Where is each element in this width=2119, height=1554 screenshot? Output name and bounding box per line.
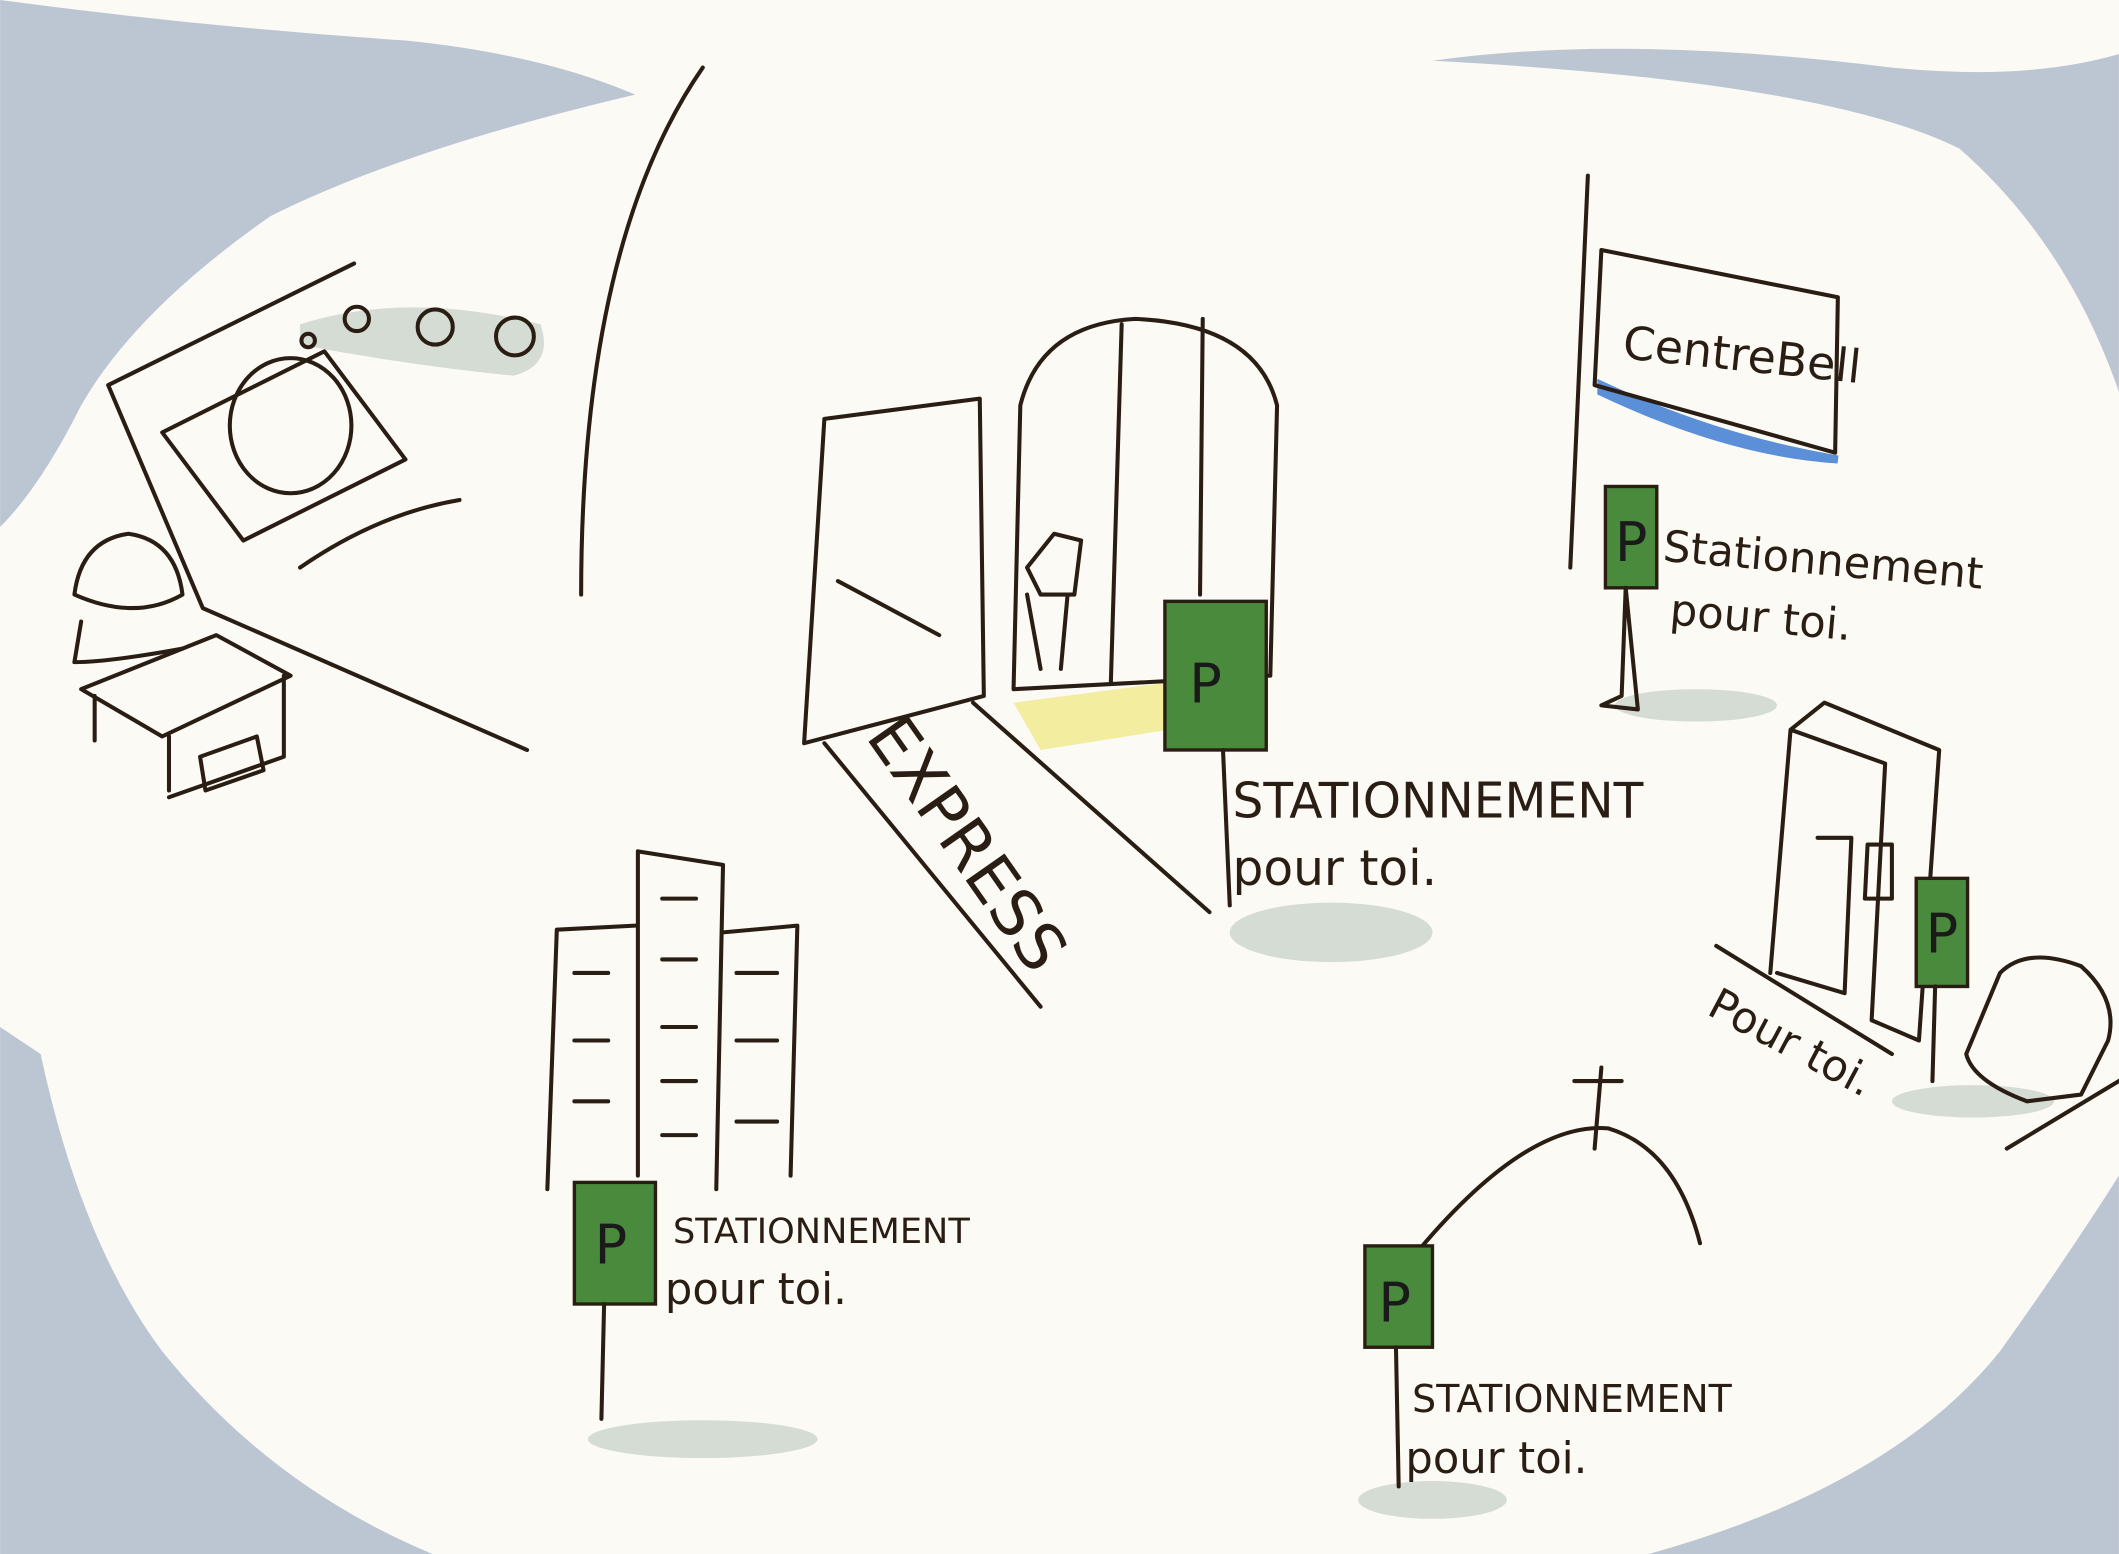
caption-house: Pour toi. bbox=[1700, 979, 1882, 1107]
caption-express-line1: STATIONNEMENT bbox=[1232, 774, 1643, 830]
parking-letter: P bbox=[595, 1213, 628, 1276]
caption-church-line1: STATIONNEMENT bbox=[1412, 1377, 1732, 1421]
express-scene: EXPRESS P STATIONNEMENT pour toi. bbox=[802, 316, 1644, 1009]
caption-arena-line2: pour toi. bbox=[1668, 585, 1854, 651]
parking-sign-towers bbox=[572, 1180, 658, 1306]
arena-sign-text: CentreBell bbox=[1620, 315, 1863, 394]
frame-bottom-left bbox=[0, 1026, 433, 1554]
parking-sign-express bbox=[1163, 599, 1268, 752]
frame-top-right bbox=[1432, 48, 2119, 392]
caption-towers-line2: pour toi. bbox=[665, 1265, 847, 1315]
frame-bottom-right bbox=[1648, 1175, 2119, 1554]
towers-scene: P STATIONNEMENT pour toi. bbox=[545, 849, 970, 1459]
parking-letter: P bbox=[1615, 511, 1648, 574]
parking-letter: P bbox=[1189, 653, 1222, 716]
parking-letter: P bbox=[1378, 1272, 1411, 1335]
parking-sign-church bbox=[1363, 1244, 1435, 1349]
church-scene: P STATIONNEMENT pour toi. bbox=[1358, 1065, 1733, 1519]
parking-letter: P bbox=[1926, 903, 1959, 966]
parking-sign-house bbox=[1914, 876, 1970, 989]
caption-express-line2: pour toi. bbox=[1232, 841, 1437, 897]
parking-sign-arena bbox=[1603, 484, 1659, 590]
house-scene: P Pour toi. bbox=[1700, 700, 2119, 1151]
arena-scene: CentreBell P Stationnement pour toi. bbox=[1568, 173, 1985, 722]
bedroom-scene bbox=[72, 261, 544, 800]
caption-towers-line1: STATIONNEMENT bbox=[673, 1211, 970, 1252]
frame-top-left bbox=[0, 0, 636, 528]
horizon-line bbox=[579, 65, 705, 597]
caption-church-line2: pour toi. bbox=[1405, 1434, 1587, 1484]
